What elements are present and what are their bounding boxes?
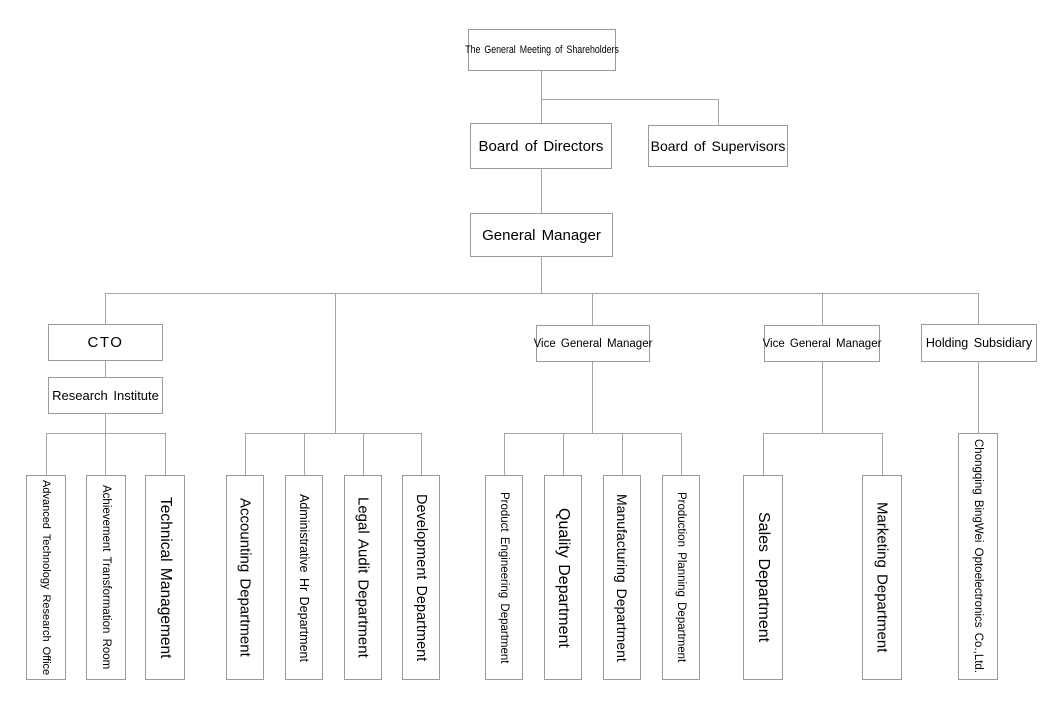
node-label: Research Institute bbox=[52, 388, 159, 403]
connector bbox=[46, 433, 166, 434]
node-accounting-department: Accounting Department bbox=[226, 475, 264, 680]
node-label: Board of Supervisors bbox=[650, 138, 786, 154]
node-label: Accounting Department bbox=[236, 498, 254, 657]
node-label: Quality Department bbox=[555, 507, 572, 648]
node-label: Product Engineering Department bbox=[498, 491, 510, 664]
connector bbox=[592, 361, 593, 433]
node-label: Vice General Manager bbox=[762, 337, 882, 350]
node-label: Development Department bbox=[413, 493, 429, 662]
node-quality-department: Quality Department bbox=[544, 475, 582, 680]
node-marketing-department: Marketing Department bbox=[862, 475, 902, 680]
node-label: CTO bbox=[87, 334, 124, 351]
node-manufacturing-department: Manufacturing Department bbox=[603, 475, 641, 680]
connector bbox=[622, 433, 623, 475]
node-label: Technical Management bbox=[157, 496, 174, 659]
connector bbox=[541, 168, 542, 213]
node-label: Production Planning Department bbox=[675, 492, 687, 663]
node-label: Vice General Manager bbox=[533, 337, 653, 350]
connector bbox=[105, 413, 106, 433]
node-label: General Manager bbox=[482, 226, 601, 244]
connector bbox=[882, 433, 883, 475]
connector bbox=[541, 99, 719, 100]
node-legal-audit-department: Legal Audit Department bbox=[344, 475, 382, 680]
connector bbox=[363, 433, 364, 475]
node-label: Marketing Department bbox=[873, 502, 891, 653]
node-label: The General Meeting of Shareholders bbox=[465, 44, 619, 56]
connector bbox=[504, 433, 681, 434]
node-board-of-supervisors: Board of Supervisors bbox=[648, 125, 788, 167]
node-general-manager: General Manager bbox=[470, 213, 613, 257]
connector bbox=[245, 433, 246, 475]
node-label: Achievement Transformation Room bbox=[100, 485, 112, 670]
connector bbox=[563, 433, 564, 475]
connector bbox=[718, 99, 719, 126]
connector bbox=[245, 433, 421, 434]
node-label: Board of Directors bbox=[478, 137, 604, 155]
node-general-meeting-of-shareholders: The General Meeting of Shareholders bbox=[465, 29, 619, 71]
connector bbox=[763, 433, 764, 475]
connector bbox=[304, 433, 305, 475]
node-cto: CTO bbox=[48, 324, 163, 361]
node-label: Chongqing BingWei Optoelectronics Co.,Lt… bbox=[972, 439, 984, 674]
connector bbox=[105, 360, 106, 378]
node-vice-general-manager-1: Vice General Manager bbox=[533, 325, 653, 362]
connector bbox=[822, 361, 823, 433]
connector bbox=[541, 257, 542, 293]
connector bbox=[46, 433, 47, 475]
node-label: Administrative Hr Department bbox=[297, 493, 311, 662]
node-label: Legal Audit Department bbox=[354, 497, 372, 658]
connector bbox=[978, 293, 979, 324]
node-chongqing-bingwei-optoelectronics: Chongqing BingWei Optoelectronics Co.,Lt… bbox=[958, 433, 998, 680]
node-achievement-transformation-room: Achievement Transformation Room bbox=[86, 475, 126, 680]
node-product-engineering-department: Product Engineering Department bbox=[485, 475, 523, 680]
connector bbox=[105, 433, 106, 475]
node-label: Holding Subsidiary bbox=[925, 336, 1033, 350]
connector bbox=[105, 293, 106, 324]
connector bbox=[504, 433, 505, 475]
connector bbox=[165, 433, 166, 475]
node-advanced-technology-research-office: Advanced Technology Research Office bbox=[26, 475, 66, 680]
node-label: Advanced Technology Research Office bbox=[40, 479, 52, 676]
connector bbox=[592, 293, 593, 325]
connector bbox=[421, 433, 422, 475]
node-research-institute: Research Institute bbox=[48, 377, 163, 414]
connector bbox=[978, 361, 979, 433]
connector bbox=[105, 293, 979, 294]
connector bbox=[541, 71, 542, 124]
connector bbox=[822, 293, 823, 325]
node-holding-subsidiary: Holding Subsidiary bbox=[921, 324, 1037, 362]
node-sales-department: Sales Department bbox=[743, 475, 783, 680]
connector bbox=[763, 433, 882, 434]
node-label: Manufacturing Department bbox=[614, 493, 630, 662]
node-production-planning-department: Production Planning Department bbox=[662, 475, 700, 680]
node-technical-management: Technical Management bbox=[145, 475, 185, 680]
node-board-of-directors: Board of Directors bbox=[470, 123, 612, 169]
node-vice-general-manager-2: Vice General Manager bbox=[762, 325, 882, 362]
node-development-department: Development Department bbox=[402, 475, 440, 680]
connector bbox=[681, 433, 682, 475]
connector bbox=[335, 293, 336, 433]
node-label: Sales Department bbox=[755, 512, 772, 643]
node-administrative-hr-department: Administrative Hr Department bbox=[285, 475, 323, 680]
